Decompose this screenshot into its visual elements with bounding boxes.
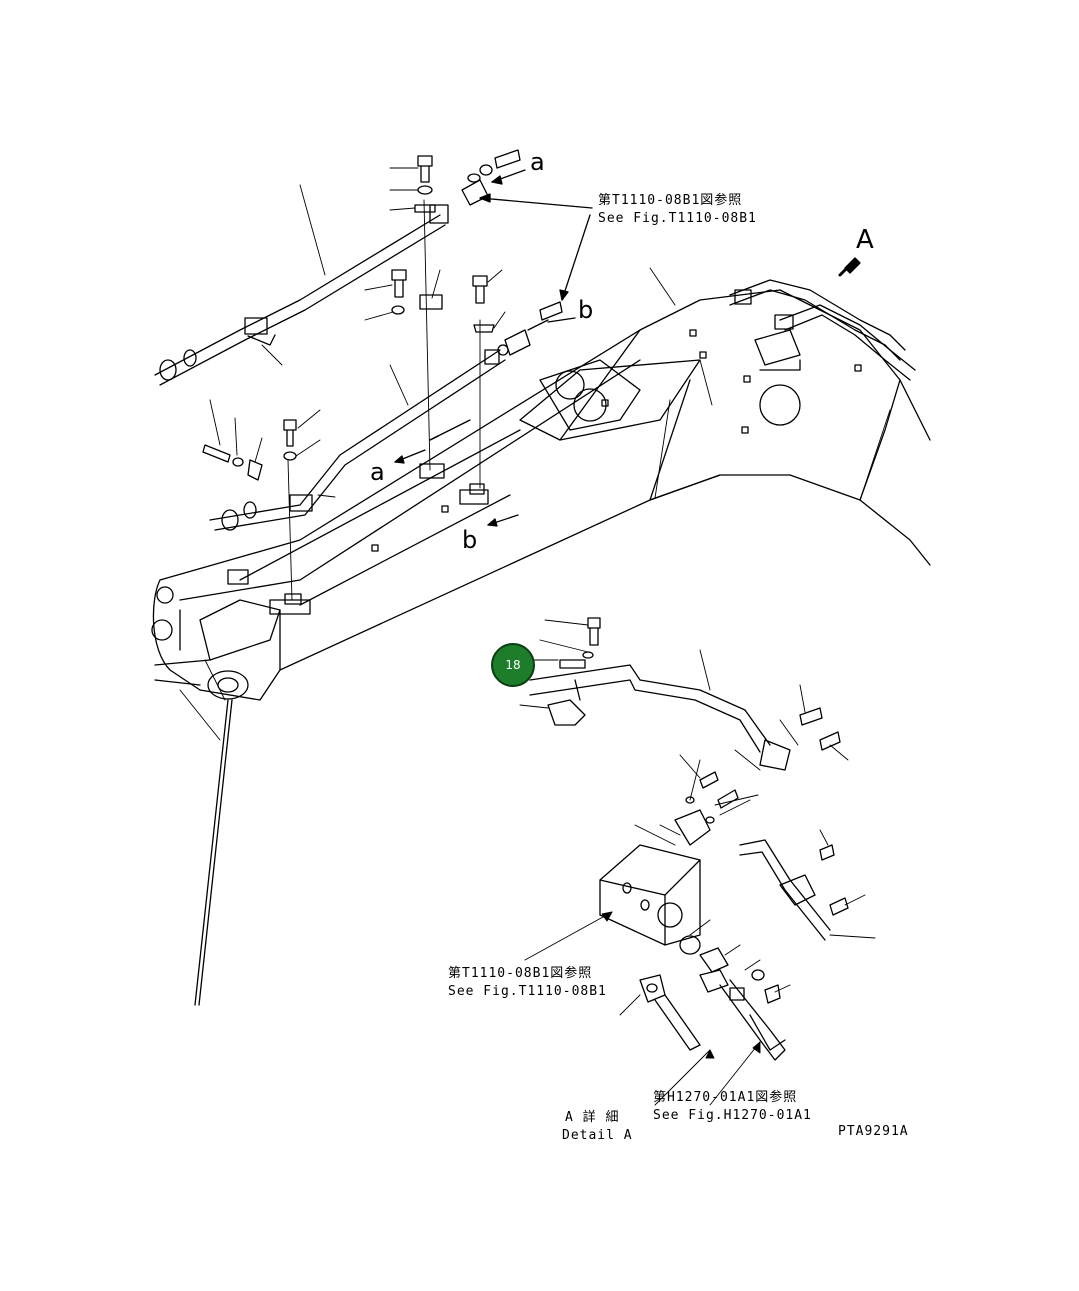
letter-b-mid: b (462, 526, 478, 554)
leader-lines (179, 167, 891, 741)
long-hose-edge (198, 699, 233, 1006)
thin-line-2 (299, 494, 511, 606)
assembly-lines (287, 199, 481, 601)
drawing-code: PTA9291A (838, 1124, 909, 1139)
detail-label-en: Detail A (562, 1128, 633, 1143)
top-hardware (202, 149, 563, 481)
ref-t1110-top-jp: 第T1110-08B1図参照 (598, 193, 743, 208)
thin-line-1 (239, 429, 521, 581)
letter-a-mid: a (370, 458, 385, 486)
view-a-letter: A (856, 225, 874, 255)
boom-clamps (227, 463, 489, 615)
detail-label-jp: A 詳 細 (565, 1110, 620, 1125)
ref-t1110-bottom-jp: 第T1110-08B1図参照 (448, 966, 593, 981)
ref-h1270-jp: 第H1270-01A1図参照 (653, 1090, 798, 1105)
letter-b-top: b (578, 296, 594, 324)
arrows (394, 169, 861, 527)
callout-18[interactable]: 18 (491, 643, 535, 687)
upper-pipe (154, 204, 449, 386)
boom-body (151, 289, 931, 701)
ref-h1270-en: See Fig.H1270-01A1 (653, 1108, 812, 1123)
ref-t1110-bottom-en: See Fig.T1110-08B1 (448, 984, 607, 999)
detail-leader-lines (519, 619, 876, 1106)
ref-t1110-top-en: See Fig.T1110-08B1 (598, 211, 757, 226)
letter-a-top: a (530, 148, 545, 176)
long-hose (194, 699, 229, 1006)
upper-right-pipe (729, 279, 916, 381)
detail-a (529, 617, 849, 1061)
